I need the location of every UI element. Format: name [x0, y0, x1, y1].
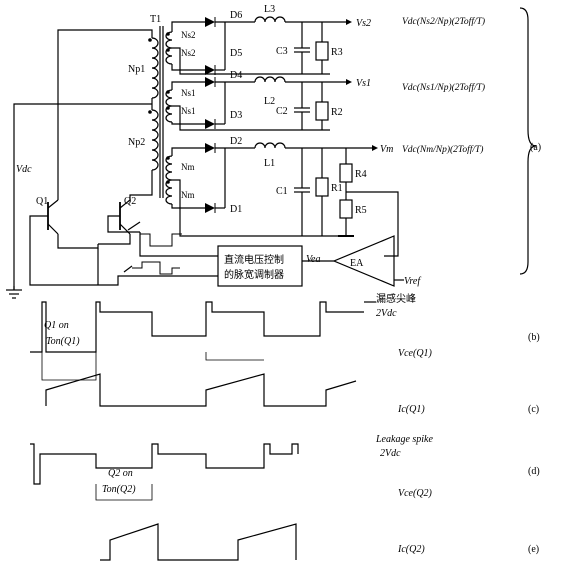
- label-r3: R3: [331, 47, 343, 58]
- waveform-vce-q2: [30, 443, 299, 485]
- label-vref: Vref: [404, 276, 421, 287]
- wire-vdc: [13, 103, 152, 290]
- label-leakage-spike: Leakage spike: [375, 434, 433, 445]
- label-r1: R1: [331, 183, 343, 194]
- label-np1: Np1: [128, 64, 145, 75]
- coil-ns2: [165, 31, 173, 65]
- primary-coil-np2: [151, 109, 159, 171]
- label-ic-q1: Ic(Q1): [397, 404, 425, 415]
- inductor-l3: [254, 16, 286, 23]
- label-np2: Np2: [128, 137, 145, 148]
- label-ns2-bot: Ns2: [181, 48, 196, 58]
- label-ns1-bot: Ns1: [181, 106, 196, 116]
- label-vce-q2: Vce(Q2): [398, 488, 433, 499]
- label-ic-q2: Ic(Q2): [397, 544, 425, 555]
- primary-coil-np1: [151, 37, 159, 99]
- label-l2: L2: [264, 96, 275, 107]
- formula-vm: Vdc(Nm/Np)(2Toff/T): [402, 144, 483, 155]
- label-vce-q1: Vce(Q1): [398, 348, 433, 359]
- formula-vs1: Vdc(Ns1/Np)(2Toff/T): [402, 82, 485, 93]
- label-r5: R5: [355, 205, 367, 216]
- label-nm-top: Nm: [181, 162, 195, 172]
- label-c1: C1: [276, 186, 288, 197]
- label-r2: R2: [331, 107, 343, 118]
- label-r4: R4: [355, 169, 367, 180]
- waveform-vce-q1: [30, 301, 364, 353]
- waveform-ic-q2: [100, 523, 297, 561]
- label-ea: EA: [350, 258, 364, 269]
- label-spike-cn: 漏感尖峰: [376, 292, 416, 305]
- wire-np1-to-q1: [57, 29, 153, 200]
- panel-e-label: (e): [528, 544, 539, 555]
- label-ton-q1: Ton(Q1): [46, 336, 80, 347]
- label-d5: D5: [230, 48, 242, 59]
- label-c2: C2: [276, 106, 288, 117]
- panel-d-label: (d): [528, 466, 540, 477]
- inductor-l2: [254, 76, 286, 83]
- label-d4: D4: [230, 70, 242, 81]
- label-vs1: Vs1: [356, 78, 371, 89]
- coil-ns1: [165, 89, 173, 123]
- label-vs2: Vs2: [356, 18, 371, 29]
- label-t1: T1: [150, 14, 161, 25]
- pwm-line-2: 的脉宽调制器: [224, 268, 284, 281]
- label-ns2-top: Ns2: [181, 30, 196, 40]
- error-amplifier: [332, 235, 395, 287]
- label-vea: Vea: [306, 254, 320, 265]
- panel-a-brace: [519, 7, 537, 275]
- label-d3: D3: [230, 110, 242, 121]
- label-q1: Q1: [36, 196, 48, 207]
- label-d2: D2: [230, 136, 242, 147]
- pwm-controller-box: [217, 245, 303, 287]
- label-ns1-top: Ns1: [181, 88, 196, 98]
- label-vm: Vm: [380, 144, 393, 155]
- label-ton-q2: Ton(Q2): [102, 484, 136, 495]
- label-vdc: Vdc: [16, 164, 32, 175]
- label-nm-bot: Nm: [181, 190, 195, 200]
- formula-vs2: Vdc(Ns2/Np)(2Toff/T): [402, 16, 485, 27]
- label-2vdc-d: 2Vdc: [380, 448, 401, 459]
- wire-np2-to-q2: [129, 170, 153, 200]
- label-c3: C3: [276, 46, 288, 57]
- coil-nm: [165, 155, 173, 205]
- label-d1: D1: [230, 204, 242, 215]
- label-d6: D6: [230, 10, 242, 21]
- label-l3: L3: [264, 4, 275, 15]
- label-q2: Q2: [124, 196, 136, 207]
- panel-a-label: (a): [530, 142, 541, 153]
- waveform-ic-q1: [45, 373, 357, 407]
- inductor-l1: [254, 142, 286, 149]
- label-q2-on: Q2 on: [108, 468, 133, 479]
- pwm-line-1: 直流电压控制: [224, 253, 284, 266]
- label-l1: L1: [264, 158, 275, 169]
- label-q1-on: Q1 on: [44, 320, 69, 331]
- panel-b-label: (b): [528, 332, 540, 343]
- label-2vdc-b: 2Vdc: [376, 308, 397, 319]
- panel-c-label: (c): [528, 404, 539, 415]
